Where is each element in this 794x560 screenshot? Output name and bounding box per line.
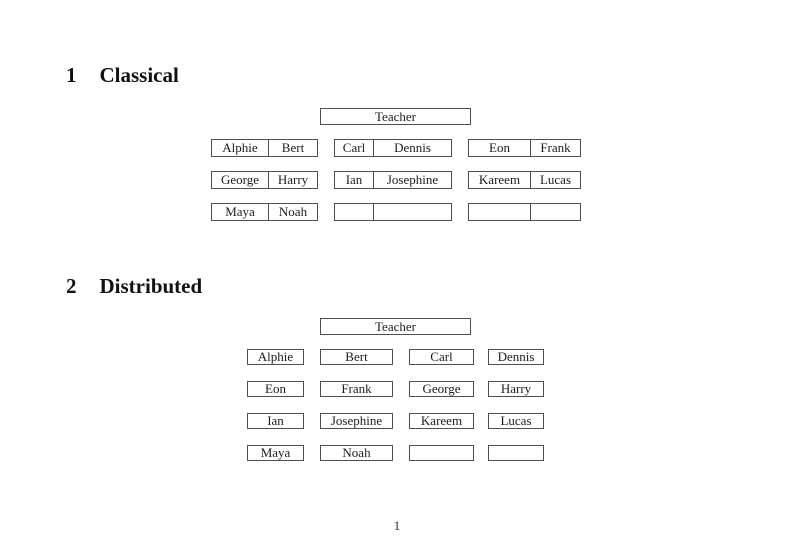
section-2-heading: 2 Distributed [66,275,202,297]
distributed-seat-ian: Ian [247,413,304,429]
distributed-seat-lucas: Lucas [488,413,544,429]
distributed-seat-george: George [409,381,474,397]
seat-cell: Noah [268,204,317,220]
seat-label: Lucas [500,413,532,428]
seat-label: George [422,381,461,396]
seat-label: Kareem [420,413,463,428]
distributed-seat-empty-1 [409,445,474,461]
classical-desk-empty-middle [334,203,452,221]
distributed-seat-kareem: Kareem [409,413,474,429]
classical-desk-alphie-bert: Alphie Bert [211,139,318,157]
seat-label: Maya [260,445,291,460]
page-number: 1 [393,518,401,533]
seat-cell: Carl [342,140,366,155]
distributed-teacher-box: Teacher [320,318,471,335]
seat-label: Carl [430,349,453,364]
classical-teacher-label: Teacher [375,108,416,124]
section-2-title: Distributed [99,274,203,298]
seat-label: Harry [500,381,532,396]
seat-cell: Kareem [478,172,521,187]
classical-desk-george-harry: George Harry [211,171,318,189]
seat-cell: Ian [345,172,363,187]
seat-cell: Lucas [530,172,580,188]
empty-seat-cell [335,204,373,220]
seat-label: Bert [345,349,368,364]
seat-cell: Josephine [373,172,451,188]
distributed-seat-carl: Carl [409,349,474,365]
section-1-heading: 1 Classical [66,64,179,86]
seat-label: Noah [342,445,371,460]
distributed-seat-alphie: Alphie [247,349,304,365]
seat-cell: George [220,172,260,187]
seat-label: Ian [267,413,284,428]
empty-seat-cell [373,204,451,220]
distributed-seat-dennis: Dennis [488,349,544,365]
distributed-seat-frank: Frank [320,381,393,397]
section-2-number: 2 [66,274,77,298]
classical-desk-maya-noah: Maya Noah [211,203,318,221]
seat-cell: Eon [489,140,510,155]
seat-label: Frank [341,381,372,396]
distributed-seat-harry: Harry [488,381,544,397]
distributed-seat-bert: Bert [320,349,393,365]
distributed-seat-josephine: Josephine [320,413,393,429]
distributed-seat-empty-2 [488,445,544,461]
seat-cell: Alphie [222,140,258,155]
section-1-title: Classical [99,63,179,87]
classical-desk-carl-dennis: Carl Dennis [334,139,452,157]
seat-label: Eon [265,381,286,396]
seat-label: Josephine [330,413,383,428]
distributed-seat-noah: Noah [320,445,393,461]
seat-cell: Frank [530,140,580,156]
seat-cell: Dennis [373,140,451,156]
classical-teacher-box: Teacher [320,108,471,125]
seat-label: Alphie [257,349,294,364]
distributed-seat-maya: Maya [247,445,304,461]
seat-label: Dennis [497,349,535,364]
classical-desk-ian-josephine: Ian Josephine [334,171,452,189]
seat-cell: Bert [268,140,317,156]
empty-seat-cell [469,204,530,220]
classical-desk-kareem-lucas: Kareem Lucas [468,171,581,189]
empty-seat-cell [530,204,580,220]
distributed-teacher-label: Teacher [375,318,416,334]
classical-desk-eon-frank: Eon Frank [468,139,581,157]
seat-cell: Harry [268,172,317,188]
seat-cell: Maya [225,204,255,219]
distributed-seat-eon: Eon [247,381,304,397]
section-1-number: 1 [66,63,77,87]
classical-desk-empty-right [468,203,581,221]
